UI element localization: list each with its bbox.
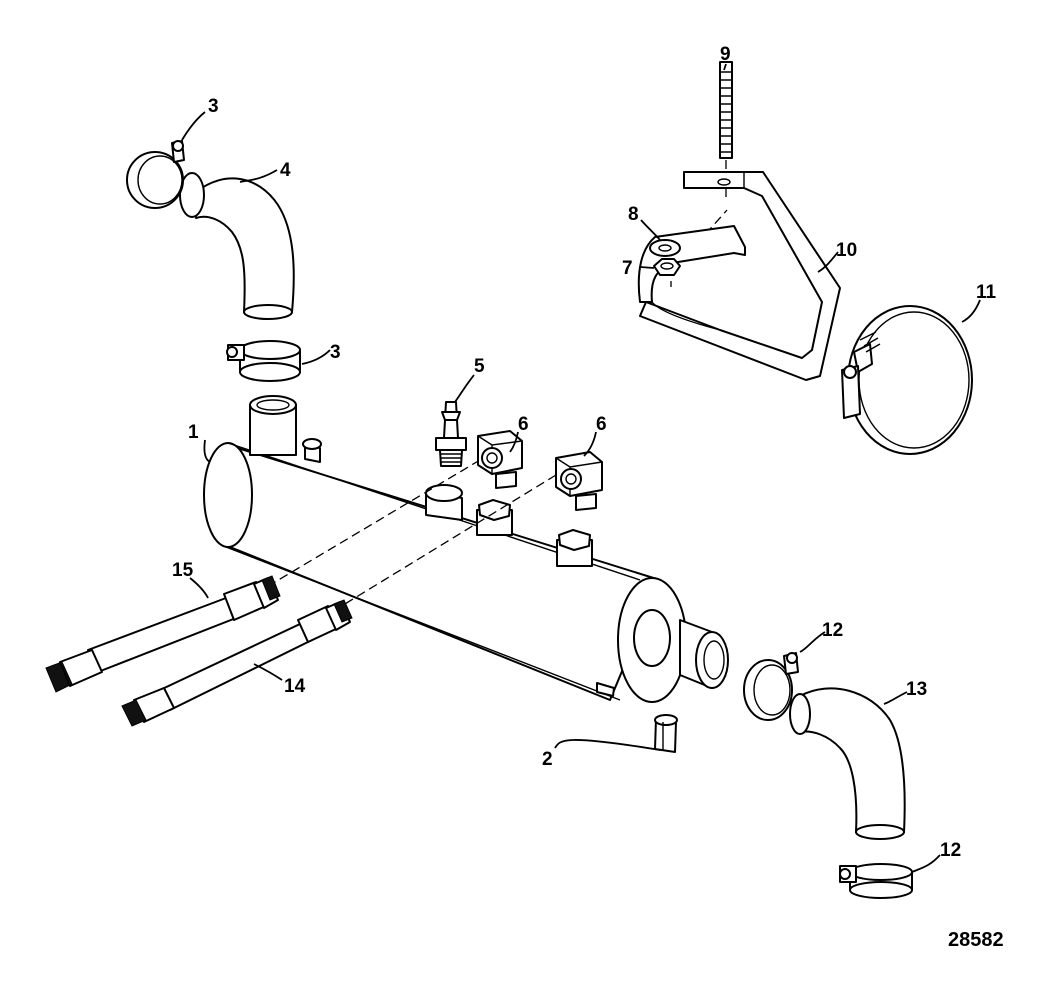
callout-15: 15: [172, 560, 194, 581]
body-boss-a: [425, 484, 463, 521]
leader-lines: [181, 63, 981, 873]
lower-clamp-top: [743, 652, 799, 721]
callout-9: 9: [720, 44, 731, 65]
upper-clamp-top: [126, 140, 185, 209]
flex-hose-15: [45, 575, 281, 693]
callout-11: 11: [976, 282, 997, 303]
upper-hose: [179, 172, 295, 320]
callout-5: 5: [474, 356, 485, 377]
callout-13: 13: [906, 679, 927, 700]
callout-3-upper: 3: [208, 96, 219, 117]
callout-6-a: 6: [518, 414, 529, 435]
mounting-stud: [719, 61, 733, 159]
callout-12-upper: 12: [822, 620, 843, 641]
lower-hose: [789, 687, 906, 840]
body-boss-b: [476, 499, 513, 536]
drain-plug: [654, 714, 678, 753]
upper-clamp-bottom: [226, 340, 301, 382]
body-boss-c: [556, 529, 593, 567]
callout-1: 1: [188, 422, 199, 443]
callout-8: 8: [628, 204, 639, 225]
elbow-fitting-a: [477, 430, 523, 489]
callout-12-lower: 12: [940, 840, 961, 861]
callout-labels: 1 2 3 3 4 5 6 6 7 8 9 10 11 12 12 13 14 …: [172, 44, 997, 861]
lower-clamp-bottom: [839, 863, 913, 899]
barb-fitting: [435, 401, 467, 467]
callout-7: 7: [622, 258, 633, 279]
callout-2: 2: [542, 749, 553, 770]
flat-washer: [649, 239, 681, 257]
callout-6-b: 6: [596, 414, 607, 435]
hex-nut: [653, 258, 681, 276]
flex-hose-14: [121, 599, 353, 727]
callout-14: 14: [284, 676, 306, 697]
callout-4: 4: [280, 160, 291, 181]
callout-10: 10: [836, 240, 857, 261]
large-hose-clamp: [841, 305, 973, 455]
callout-3-lower: 3: [330, 342, 341, 363]
elbow-fitting-b: [555, 451, 603, 511]
cooler-body: [203, 395, 729, 703]
figure-id: 28582: [948, 929, 1004, 951]
